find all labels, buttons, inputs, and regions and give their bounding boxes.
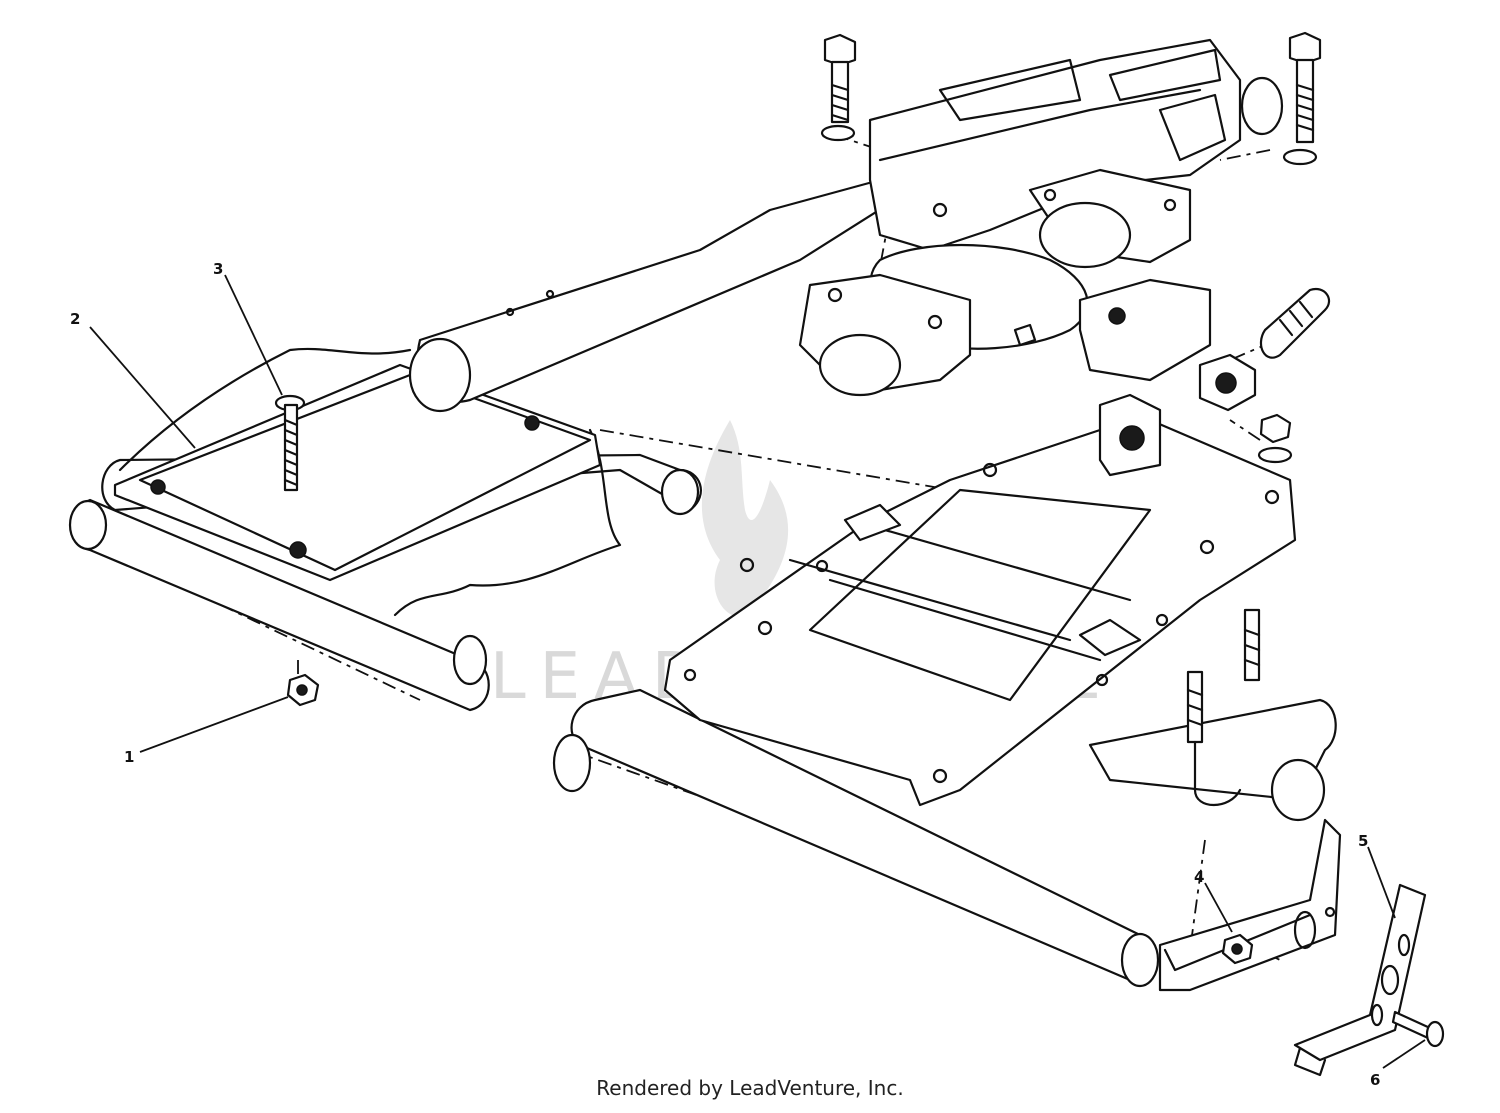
callout-2: 2: [70, 310, 80, 328]
watermark-logo-icon: [701, 420, 789, 617]
large-nut: [1198, 353, 1257, 412]
mounting-plate: [113, 363, 602, 582]
nut-part-4: [1221, 933, 1254, 965]
clamp-block-front-right: [1078, 278, 1212, 382]
callout-5: 5: [1358, 832, 1368, 850]
top-left-bolt: [820, 33, 857, 142]
clip-part-5: [1293, 883, 1427, 1077]
threaded-pin: [1259, 287, 1331, 359]
callout-4: 4: [1194, 868, 1204, 886]
torn-section: [118, 347, 622, 617]
u-bolt: [1186, 608, 1261, 806]
left-axle-assembly: [68, 347, 702, 712]
callout-3: 3: [213, 260, 223, 278]
upper-frame-assembly: [408, 38, 1284, 413]
small-nut-washer: [1257, 413, 1293, 464]
top-right-bolt: [1282, 31, 1322, 166]
callout-6: 6: [1370, 1071, 1380, 1089]
screw-part-3: [274, 394, 306, 492]
callout-1: 1: [124, 748, 134, 766]
lower-frame-assembly: [552, 393, 1337, 988]
callouts: 2 3 1 4 5 6: [70, 260, 1380, 1089]
footer-credit: Rendered by LeadVenture, Inc.: [596, 1076, 904, 1100]
screw-part-6: [1391, 1010, 1445, 1048]
nut-part-1: [286, 673, 320, 707]
leader-lines: [89, 274, 1426, 1069]
mounting-frame: [663, 418, 1297, 807]
bracket-shield: [1158, 818, 1342, 992]
